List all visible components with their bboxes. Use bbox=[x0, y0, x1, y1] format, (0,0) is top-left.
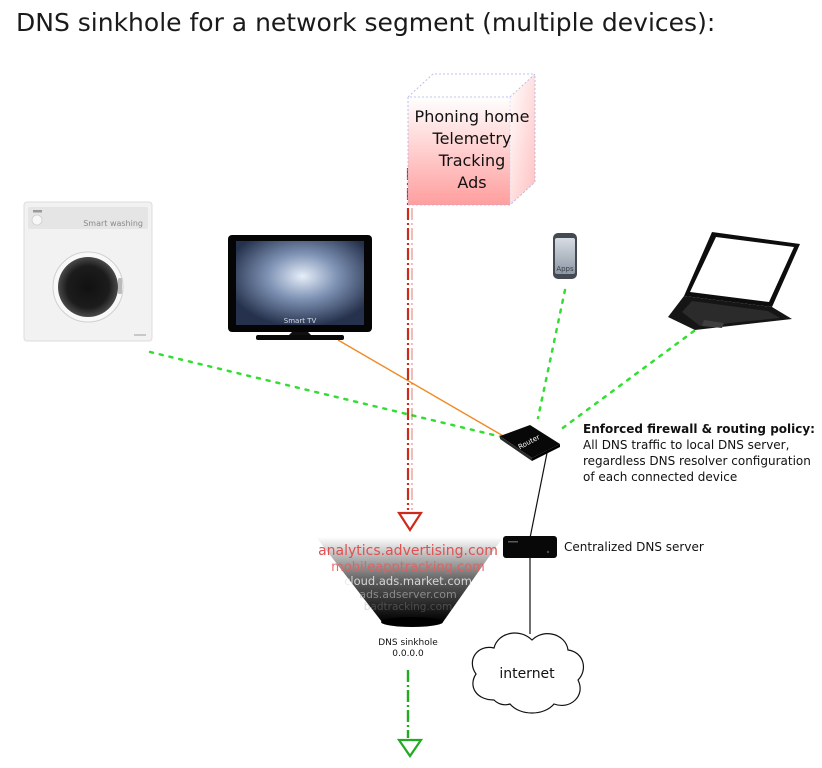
sinkhole-domain: ads.adserver.com bbox=[359, 588, 456, 601]
sinkhole-domain: badtracking.com bbox=[364, 601, 453, 613]
firewall-policy-note: Enforced firewall & routing policy: All … bbox=[583, 422, 815, 484]
dns-server-label: Centralized DNS server bbox=[564, 540, 704, 554]
phone-label: Apps bbox=[556, 265, 574, 273]
blocked-traffic-arrow bbox=[396, 168, 424, 533]
wifi-link-washer bbox=[148, 350, 504, 439]
dns-server-icon bbox=[503, 536, 557, 558]
internet-cloud-icon: internet bbox=[471, 632, 585, 714]
sinkhole-domain: mobileapptracking.com bbox=[331, 560, 485, 575]
tracking-box: Phoning home Telemetry Tracking Ads bbox=[406, 73, 537, 206]
washer-label: Smart washing bbox=[83, 219, 143, 228]
sinkholed-traffic-arrow bbox=[396, 670, 424, 758]
router-to-dns-cable bbox=[529, 447, 549, 539]
router-icon: Router bbox=[500, 425, 560, 461]
tv-label: Smart TV bbox=[284, 317, 317, 325]
wifi-link-phone bbox=[536, 288, 567, 420]
box-line-telemetry: Telemetry bbox=[432, 129, 512, 148]
sinkhole-label: DNS sinkhole bbox=[378, 638, 438, 648]
policy-line-2: regardless DNS resolver configuration bbox=[583, 454, 811, 468]
sinkhole-address: 0.0.0.0 bbox=[392, 649, 424, 659]
policy-line-3: of each connected device bbox=[583, 470, 737, 484]
red-arrowhead bbox=[396, 511, 424, 533]
box-line-ads: Ads bbox=[457, 173, 486, 192]
sinkhole-funnel bbox=[316, 537, 503, 622]
tracking-box-front bbox=[408, 97, 510, 205]
tracking-box-side bbox=[510, 74, 535, 205]
internet-label: internet bbox=[499, 666, 555, 682]
sinkhole-domain: cloud.ads.market.com bbox=[344, 574, 472, 588]
laptop-icon bbox=[668, 232, 800, 330]
smartphone-icon: Apps bbox=[553, 233, 577, 279]
smart-tv-icon: Smart TV bbox=[228, 235, 372, 340]
sinkhole-domain: analytics.advertising.com bbox=[318, 543, 498, 559]
policy-heading: Enforced firewall & routing policy: bbox=[583, 422, 815, 436]
box-line-phoning-home: Phoning home bbox=[415, 107, 530, 126]
diagram-title: DNS sinkhole for a network segment (mult… bbox=[16, 8, 716, 37]
washing-machine-icon: Smart washing bbox=[23, 201, 153, 342]
policy-line-1: All DNS traffic to local DNS server, bbox=[583, 438, 789, 452]
green-arrowhead bbox=[396, 738, 424, 758]
wifi-link-laptop bbox=[558, 329, 696, 432]
box-line-tracking: Tracking bbox=[438, 151, 506, 170]
tv-cable bbox=[337, 339, 506, 438]
wifi-links bbox=[148, 288, 696, 439]
dns-sinkhole: analytics.advertising.com mobileapptrack… bbox=[316, 537, 503, 659]
